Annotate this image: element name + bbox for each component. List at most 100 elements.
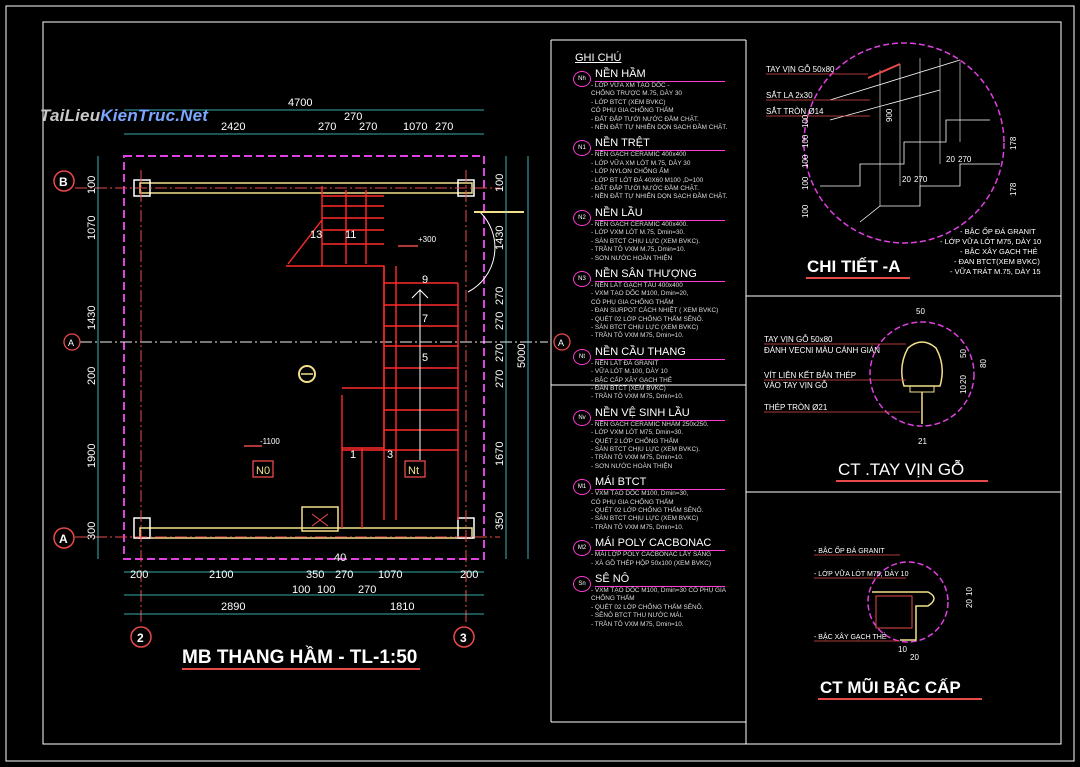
handrail-dim: 20 xyxy=(959,375,968,384)
dim-right: 270 xyxy=(494,312,506,330)
detail-a-dim: 100 xyxy=(801,134,810,148)
tag-nt-box xyxy=(404,460,426,478)
dim-bottom: 350 xyxy=(306,569,324,581)
floor-opening xyxy=(301,506,339,532)
watermark-text-a: TaiLieu xyxy=(40,106,101,125)
detail-a-label: SẮT TRÒN Ø14 xyxy=(766,107,824,116)
detail-a-note: - BẬC ỐP ĐÁ GRANIT xyxy=(960,226,1036,236)
note-line: - NỀN GẠCH CERAMIC NHÁM 250x250. xyxy=(591,420,709,428)
note-badge: N2 xyxy=(573,209,591,226)
note-heading: SÊ NÔ xyxy=(595,573,725,588)
dim-bottom: 270 xyxy=(335,569,353,581)
handrail-label: TAY VỊN GỖ 50x80 xyxy=(764,335,833,344)
handrail-plate xyxy=(909,385,935,393)
watermark-text-b: KienTruc.Net xyxy=(100,106,209,125)
handrail-label: VÍT LIÊN KẾT BẢN THÉP xyxy=(764,370,856,380)
grid-bubble-b xyxy=(53,170,75,192)
nosing-label: - BẬC XÂY GẠCH THẺ xyxy=(814,632,887,641)
detail-a-title: CHI TIẾT -A xyxy=(807,257,901,276)
sheet-outer-frame xyxy=(5,5,1075,762)
stair-number: 13 xyxy=(310,229,322,241)
dim-bottom: 1810 xyxy=(390,601,414,613)
note-badge: M2 xyxy=(573,540,591,557)
detail-a-dim: 900 xyxy=(885,108,894,122)
note-heading: NỀN SÂN THƯỢNG xyxy=(595,268,725,282)
dim-bottom: 100 xyxy=(317,584,335,596)
note-badge: Nh xyxy=(573,71,591,87)
stair-number: 11 xyxy=(345,229,356,241)
detail-a-dim: 100 xyxy=(801,154,810,168)
note-line: - SÀN BTCT CHỊU LỰC (XEM BVKC). xyxy=(591,446,701,453)
section-label-left: A xyxy=(68,338,74,348)
detail-a-dim: 178 xyxy=(1009,182,1018,196)
note-line: - NỀN ĐẤT TỰ NHIÊN DỌN SẠCH ĐẦM CHẶT. xyxy=(591,193,728,201)
note-line: - NỀN GẠCH CERAMIC 400x400. xyxy=(591,220,688,228)
note-badge: Nt xyxy=(573,348,591,365)
grid-label-b: B xyxy=(59,175,68,189)
nosing-dim: 10 xyxy=(898,645,907,654)
dim-top: 270 xyxy=(359,121,377,133)
note-line: - VXM TẠO DỐC M100, Dmin=30, xyxy=(591,490,689,498)
note-line: - LỚP BTCT (XEM BVKC) xyxy=(591,98,666,106)
walk-arrow xyxy=(411,288,429,460)
note-line: - NỀN LÁT GẠCH TÀU 400x400 xyxy=(591,281,683,289)
note-badge: M1 xyxy=(573,479,591,496)
note-line: - SÀN BTCT CHỊU LỰC (XEM BVKC). xyxy=(591,237,701,245)
detail-a-note: - LỚP VỮA LÓT M75, DÀY 10 xyxy=(940,237,1041,246)
dim-top: 270 xyxy=(344,111,362,123)
detail-a-dim: 270 xyxy=(958,155,972,164)
note-badge: N1 xyxy=(573,140,591,157)
handrail-circle xyxy=(869,321,975,427)
note-line: CÓ PHỤ GIA CHỐNG THẤM xyxy=(591,498,674,506)
dim-right: 100 xyxy=(494,174,506,192)
note-line: - NỀN LÁT ĐÁ GRANIT xyxy=(591,359,659,367)
note-heading: MÁI BTCT xyxy=(595,476,725,491)
detail-a-dim: 100 xyxy=(801,114,810,128)
door-swing xyxy=(467,211,496,293)
dim-top: 270 xyxy=(318,121,336,133)
note-line: - SẼNÔ BTCT THU NƯỚC MÁI. xyxy=(591,612,684,620)
section-label-right: A xyxy=(558,338,564,348)
note-line: - QUÉT 02 LỚP CHỐNG THẤM SẼNÔ. xyxy=(591,603,704,611)
note-line: - BẬC CẤP XÂY GẠCH THẺ xyxy=(591,376,672,384)
dim-bottom: 2890 xyxy=(221,601,245,613)
note-line: - VỮA LÓT M.100, DÀY 10 xyxy=(591,368,668,376)
note-line: - SƠN NƯỚC HOÀN THIỆN xyxy=(591,254,673,262)
grid-label-3: 3 xyxy=(460,631,467,645)
note-line: - ĐAN BTCT (XEM BVKC) xyxy=(591,384,666,392)
tag-n0: N0 xyxy=(256,465,270,477)
dim-top: 2420 xyxy=(221,121,245,133)
handrail-profile xyxy=(901,341,943,387)
detail-a-dim: 100 xyxy=(801,204,810,218)
nosing-core xyxy=(875,595,913,629)
dim-right: 270 xyxy=(494,287,506,305)
note-line: - LỚP NYLON CHỐNG ẨM xyxy=(591,168,669,176)
dim-right: 5000 xyxy=(516,344,528,368)
note-line: CÓ PHỤ GIA CHỐNG THẤM xyxy=(591,107,674,115)
detail-a-circle xyxy=(803,42,1005,244)
dim-left: 200 xyxy=(86,367,98,385)
note-line: - LỚP BT LÓT ĐÁ 40X60 M100 ,D=100 xyxy=(591,176,704,184)
detail-a-label: SẮT LA 2x30 xyxy=(766,91,813,100)
stair-number: 5 xyxy=(422,352,428,364)
detail-handrail: TAY VỊN GỖ 50x80 ĐÁNH VECNI MÀU CÁNH GIÁ… xyxy=(764,307,988,482)
stair-flight xyxy=(286,186,459,528)
nosing-dim: 20 xyxy=(965,599,974,608)
dim-bottom: 40 xyxy=(334,552,346,564)
grid-label-a: A xyxy=(59,532,68,546)
note-line: - TRẦN TÔ VXM M75, Dmin=10. xyxy=(591,454,684,462)
nosing-profile xyxy=(872,591,935,641)
section-bubble-right xyxy=(553,333,571,351)
handrail-title: CT .TAY VỊN GỖ xyxy=(838,460,964,479)
note-line: - SÀN BTCT CHỊU LỰC (XEM BVKC) xyxy=(591,323,699,331)
level-lower: -1100 xyxy=(260,437,280,446)
level-upper: +300 xyxy=(418,235,437,244)
nosing-dim: 20 xyxy=(910,653,919,662)
note-line: - QUÉT 2 LỚP CHỐNG THẤM xyxy=(591,437,679,445)
